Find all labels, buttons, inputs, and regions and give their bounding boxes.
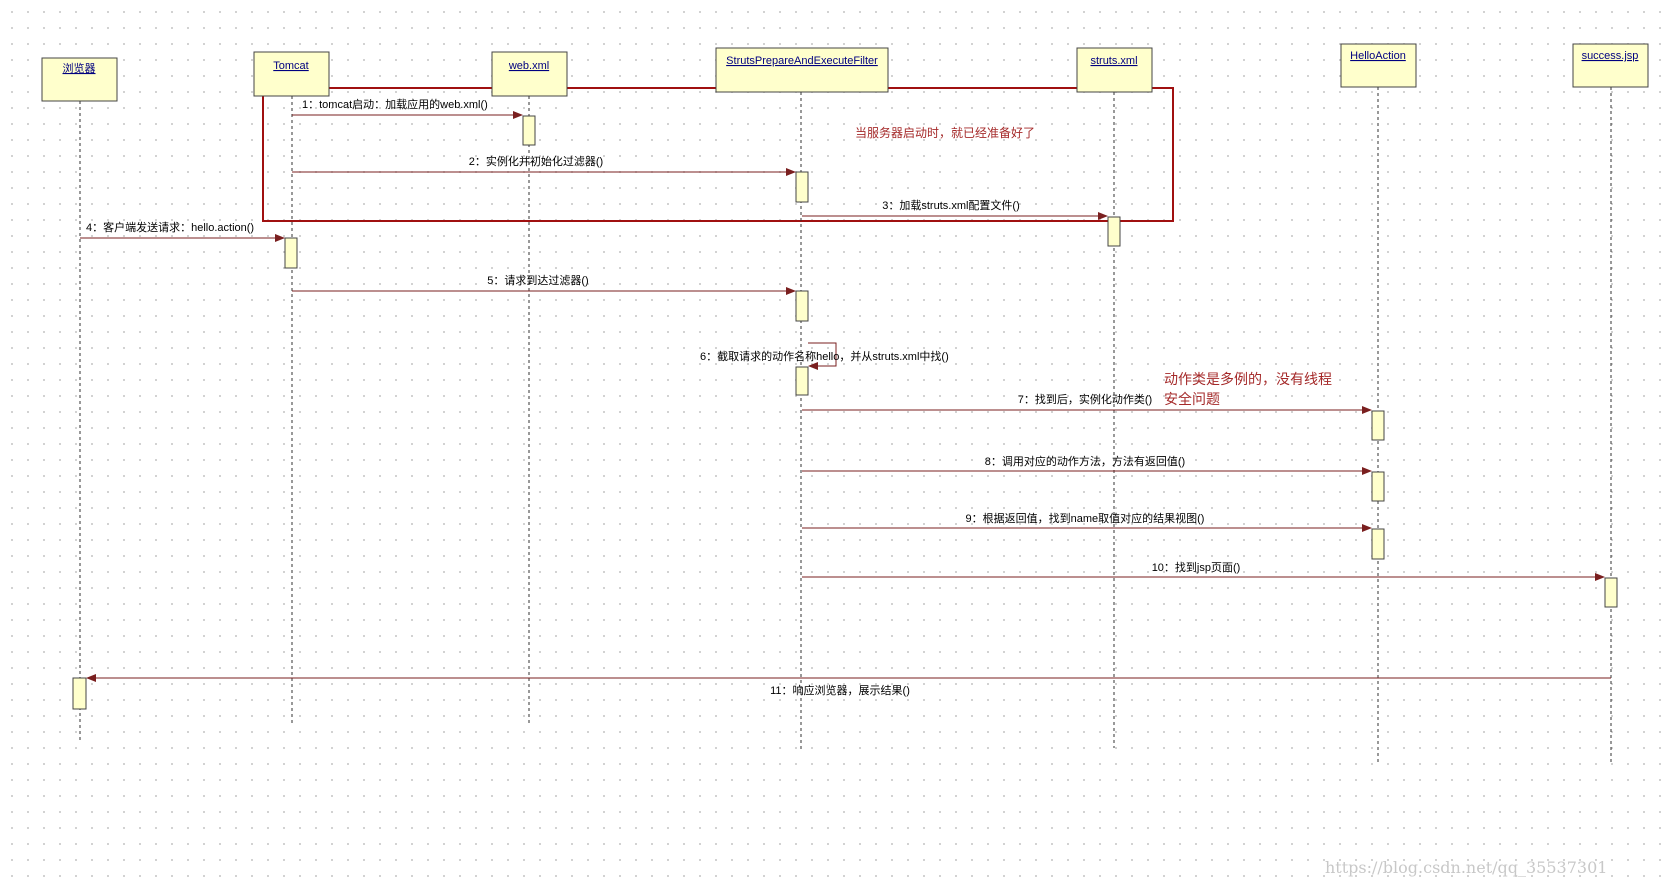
- note-action-line-1: 动作类是多例的，没有线程: [1164, 371, 1332, 387]
- activation-tomcat-1: [284, 237, 298, 269]
- note-startup: 当服务器启动时，就已经准备好了: [855, 125, 1035, 140]
- activation-browser-1: [72, 677, 87, 710]
- activation-filter-2: [795, 290, 809, 322]
- message-3-label: 3：加载struts.xml配置文件(): [882, 198, 1020, 212]
- message-6-self: 6：截取请求的动作名称hello，并从struts.xml中找(): [700, 342, 949, 370]
- watermark-text: https://blog.csdn.net/qq_35537301: [1325, 858, 1607, 877]
- message-9-label: 9：根据返回值，找到name取值对应的结果视图(): [966, 511, 1205, 525]
- activation-webxml-1: [522, 115, 536, 146]
- message-7: 7：找到后，实例化动作类(): [802, 392, 1372, 414]
- message-2-label: 2：实例化并初始化过滤器(): [469, 154, 603, 168]
- message-11-label: 11：响应浏览器，展示结果(): [770, 683, 910, 697]
- message-1-label: 1：tomcat启动：加载应用的web.xml(): [302, 97, 488, 111]
- activation-strutsxml-1: [1107, 216, 1121, 247]
- participant-successjsp-label: success.jsp: [1582, 50, 1639, 62]
- message-1: 1：tomcat启动：加载应用的web.xml(): [292, 97, 523, 119]
- activation-filter-1: [795, 171, 809, 203]
- message-5: 5：请求到达过滤器(): [292, 274, 796, 295]
- participant-tomcat-label: Tomcat: [273, 60, 308, 72]
- message-6-label: 6：截取请求的动作名称hello，并从struts.xml中找(): [700, 349, 949, 363]
- message-2: 2：实例化并初始化过滤器(): [292, 154, 796, 176]
- message-7-label: 7：找到后，实例化动作类(): [1018, 392, 1152, 406]
- activation-helloaction-1: [1371, 410, 1385, 441]
- participant-helloaction-label: HelloAction: [1350, 50, 1406, 62]
- participant-successjsp[interactable]: success.jsp: [1572, 43, 1649, 88]
- participant-helloaction[interactable]: HelloAction: [1340, 43, 1417, 88]
- message-10: 10：找到jsp页面(): [802, 560, 1605, 581]
- participant-filter[interactable]: StrutsPrepareAndExecuteFilter: [715, 47, 889, 93]
- participant-browser-label: 浏览器: [63, 61, 96, 75]
- activation-successjsp-1: [1604, 577, 1618, 608]
- participant-strutsxml-label: struts.xml: [1090, 55, 1137, 67]
- message-4: 4：客户端发送请求：hello.action(): [80, 220, 285, 242]
- activation-helloaction-2: [1371, 471, 1385, 502]
- participant-strutsxml[interactable]: struts.xml: [1076, 47, 1153, 93]
- message-5-label: 5：请求到达过滤器(): [487, 274, 588, 287]
- participant-webxml[interactable]: web.xml: [491, 51, 568, 97]
- message-3: 3：加载struts.xml配置文件(): [802, 198, 1108, 220]
- activation-helloaction-3: [1371, 528, 1385, 560]
- message-11: 11：响应浏览器，展示结果(): [86, 674, 1611, 697]
- activation-filter-3: [795, 366, 809, 396]
- participant-browser[interactable]: 浏览器: [41, 57, 118, 102]
- note-action-line-2: 安全问题: [1164, 391, 1220, 407]
- participant-filter-label: StrutsPrepareAndExecuteFilter: [726, 55, 878, 67]
- message-8: 8：调用对应的动作方法，方法有返回值(): [802, 454, 1372, 475]
- message-9: 9：根据返回值，找到name取值对应的结果视图(): [802, 511, 1372, 532]
- participant-webxml-label: web.xml: [508, 60, 549, 72]
- message-8-label: 8：调用对应的动作方法，方法有返回值(): [985, 454, 1185, 468]
- message-4-label: 4：客户端发送请求：hello.action(): [86, 220, 254, 234]
- message-10-label: 10：找到jsp页面(): [1152, 560, 1241, 574]
- participant-tomcat[interactable]: Tomcat: [253, 51, 330, 97]
